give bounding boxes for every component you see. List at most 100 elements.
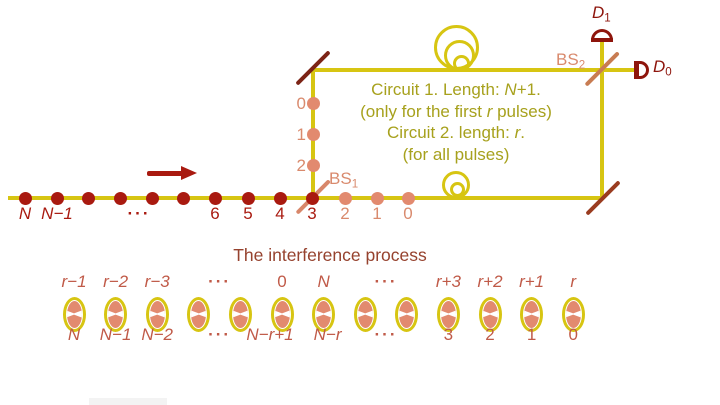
interference-bowtie-icon bbox=[440, 310, 456, 318]
pulse-dot-split bbox=[401, 191, 415, 205]
pulse-index-label: N−1 bbox=[41, 204, 73, 223]
beam-splitter-2-label: BS2 bbox=[556, 51, 585, 72]
detector-d0-label: D0 bbox=[653, 58, 672, 79]
bs1-subscript: 1 bbox=[351, 178, 359, 191]
interference-bowtie-icon bbox=[274, 310, 290, 318]
pulse-dot-split bbox=[370, 191, 384, 205]
pulse-pair bbox=[440, 300, 456, 328]
pulse-pair bbox=[399, 300, 415, 328]
interference-ellipse bbox=[312, 296, 336, 332]
pulse-pair bbox=[191, 300, 207, 328]
pulse-dot bbox=[18, 191, 32, 205]
detector-d0-subscript: 0 bbox=[665, 66, 672, 79]
interference-ellipse bbox=[228, 296, 252, 332]
interference-title: The interference process bbox=[233, 245, 427, 265]
pulse-dot bbox=[81, 191, 95, 205]
interference-ellipse bbox=[395, 296, 419, 332]
ellipse-top-label: r−3 bbox=[144, 272, 170, 291]
ellipsis-mark: ··· bbox=[374, 272, 398, 291]
circuit-note-text: pulses) bbox=[492, 101, 552, 121]
ellipse-top-label: N bbox=[317, 272, 330, 291]
ellipse-bottom-label: N−r+1 bbox=[246, 325, 294, 344]
circuit-note-text: (only for the first bbox=[360, 101, 487, 121]
pulse-pair bbox=[274, 300, 290, 328]
pulse-index-label: 6 bbox=[210, 204, 220, 223]
pulse-index-label: 5 bbox=[243, 204, 253, 223]
circuit-note-text: Circuit 1. Length: bbox=[371, 80, 505, 99]
interference-ellipse bbox=[270, 296, 294, 332]
ellipsis-mark: ··· bbox=[208, 325, 232, 344]
delay-line-dot bbox=[306, 158, 320, 172]
pulse-index-label: 0 bbox=[403, 204, 413, 223]
ellipse-bottom-label: 3 bbox=[443, 325, 454, 344]
delay-line-dot-label: 1 bbox=[296, 125, 306, 144]
pulse-dot bbox=[305, 191, 319, 205]
beam-splitter-1-label: BS1 bbox=[329, 170, 358, 191]
fiber-coil-top-inner-icon bbox=[453, 55, 470, 72]
pulse-index-label: ··· bbox=[127, 204, 151, 223]
ellipse-top-label: 0 bbox=[277, 272, 287, 291]
interference-ellipse bbox=[187, 296, 211, 332]
pulse-pair bbox=[524, 300, 540, 328]
detector-d0-icon bbox=[634, 61, 649, 79]
ellipse-bottom-label: N−2 bbox=[141, 325, 174, 344]
delay-line-dot bbox=[306, 96, 320, 110]
interference-ellipse bbox=[561, 296, 585, 332]
interference-ellipse bbox=[104, 296, 128, 332]
detector-d1-icon bbox=[591, 29, 613, 42]
interference-bowtie-icon bbox=[232, 310, 248, 318]
circuit-note-text: (for all pulses) bbox=[402, 144, 510, 164]
circuit-note-text: r bbox=[514, 123, 521, 142]
delay-line-dot-label: 2 bbox=[296, 156, 306, 175]
circuit-note-text: Circuit 2. length: bbox=[387, 123, 515, 142]
circuit-note-text: N bbox=[504, 80, 517, 99]
pulse-index-label: 1 bbox=[372, 204, 382, 223]
pulse-pair bbox=[66, 300, 82, 328]
pulse-pair bbox=[482, 300, 498, 328]
interference-ellipse bbox=[353, 296, 377, 332]
detector-1-arm-line bbox=[600, 40, 604, 72]
ellipse-top-label: r+2 bbox=[477, 272, 503, 291]
pulse-pair bbox=[316, 300, 332, 328]
fiber-coil-bottom-inner-icon bbox=[450, 182, 465, 197]
pulse-index-label: N bbox=[18, 204, 32, 223]
pulse-dot bbox=[176, 191, 190, 205]
interference-bowtie-icon bbox=[482, 310, 498, 318]
ellipse-bottom-label: 1 bbox=[526, 325, 537, 344]
interference-bowtie-icon bbox=[191, 310, 207, 318]
ellipse-bottom-label: N−1 bbox=[99, 325, 132, 344]
bs1-letters: BS bbox=[329, 169, 352, 188]
interference-ellipse bbox=[478, 296, 502, 332]
ellipse-top-label: r−2 bbox=[103, 272, 129, 291]
pulse-dot bbox=[113, 191, 127, 205]
delay-line-dot bbox=[306, 127, 320, 141]
pulse-pair bbox=[565, 300, 581, 328]
ellipsis-mark: ··· bbox=[374, 325, 398, 344]
ellipse-top-label: r bbox=[570, 272, 577, 291]
circuit-description-text: Circuit 1. Length: N+1.(only for the fir… bbox=[336, 79, 576, 165]
interference-bowtie-icon bbox=[565, 310, 581, 318]
ellipse-bottom-label: 2 bbox=[485, 325, 495, 344]
interference-bowtie-icon bbox=[149, 310, 165, 318]
pulse-index-label: 3 bbox=[307, 204, 317, 223]
interference-ellipse bbox=[145, 296, 169, 332]
watermark-bar bbox=[89, 398, 167, 405]
detector-0-arm-line bbox=[604, 68, 635, 72]
circuit-note-line: Circuit 1. Length: N+1. bbox=[336, 79, 576, 101]
ellipse-bottom-label: N−r bbox=[313, 325, 342, 344]
circuit-note-line: (for all pulses) bbox=[336, 144, 576, 166]
detector-d1-subscript: 1 bbox=[604, 12, 611, 25]
circuit-note-line: Circuit 2. length: r. bbox=[336, 122, 576, 144]
interference-ellipse bbox=[436, 296, 460, 332]
ellipse-bottom-label: N bbox=[67, 325, 81, 344]
ellipse-top-label: r+1 bbox=[519, 272, 545, 291]
pulse-pair bbox=[108, 300, 124, 328]
fiber-coil-bottom-outer-icon bbox=[442, 171, 470, 199]
pulse-dot bbox=[50, 191, 64, 205]
detector-d0-letter: D bbox=[653, 57, 666, 76]
ellipse-top-label: r−1 bbox=[61, 272, 87, 291]
bs2-letters: BS bbox=[556, 50, 579, 69]
interference-bowtie-icon bbox=[399, 310, 415, 318]
ellipsis-mark: ··· bbox=[208, 272, 232, 291]
